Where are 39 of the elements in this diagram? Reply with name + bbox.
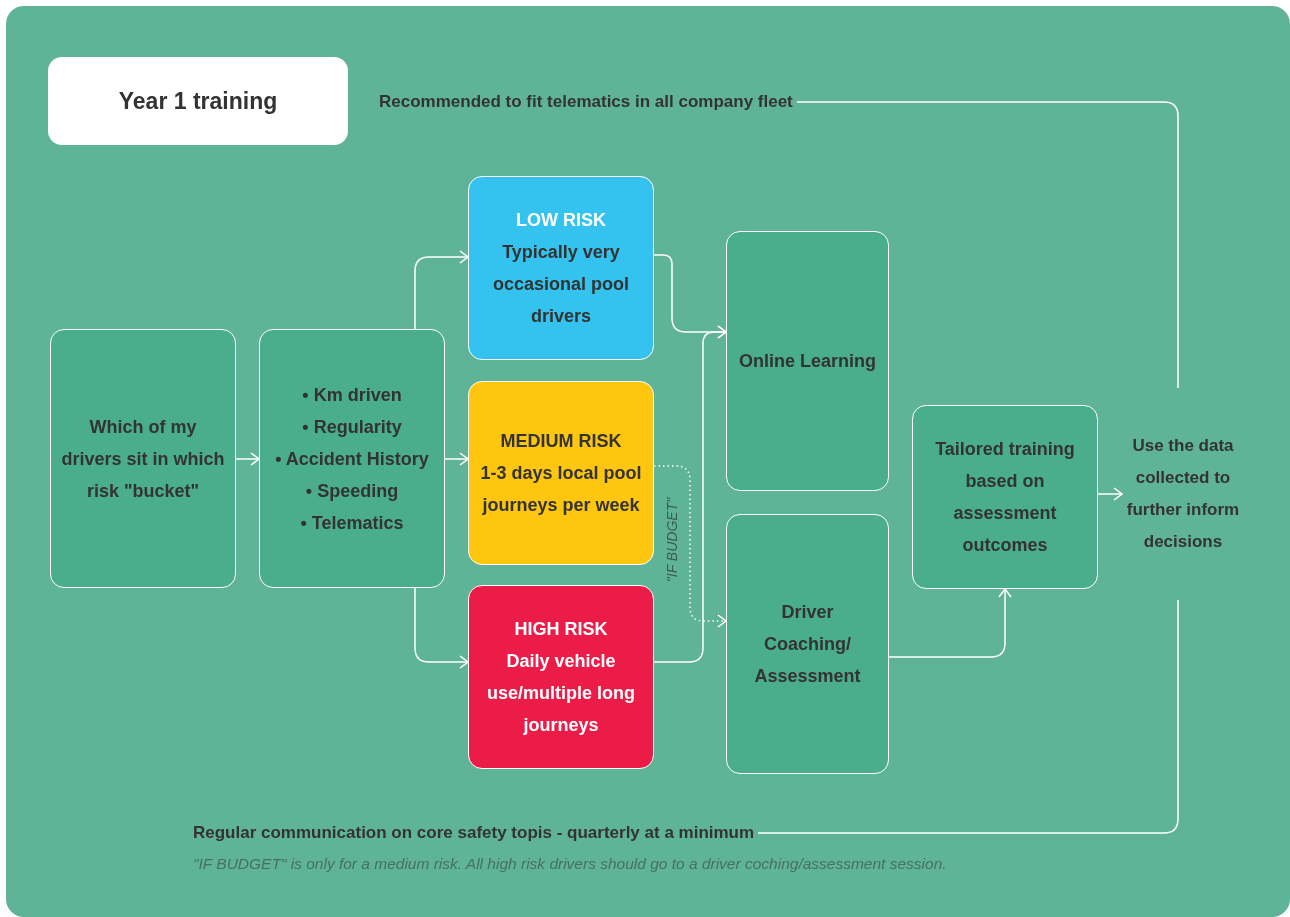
box-text: Tailored training based on assessment outcomes — [934, 438, 1076, 557]
caption: "IF BUDGET" is only for a medium risk. All high risk drivers should go to a driver coching/assessment session. — [193, 855, 947, 873]
risk-box — [468, 585, 654, 769]
risk-box — [468, 176, 654, 360]
process-box — [726, 514, 889, 774]
dotted-arrow — [653, 465, 727, 628]
bullet-item: • Accident History — [275, 447, 429, 471]
box-text: Online Learning — [739, 350, 876, 373]
arrow — [414, 587, 469, 669]
process-box — [259, 329, 445, 588]
risk-description: Daily vehicle use/multiple long journeys — [486, 650, 636, 737]
arrow — [1097, 487, 1123, 501]
bullet-item: • Regularity — [302, 415, 402, 439]
heading: Year 1 training — [118, 87, 278, 116]
bullet-item: • Telematics — [300, 511, 404, 535]
risk-heading: HIGH RISK — [514, 618, 608, 641]
process-box — [50, 329, 236, 588]
note-text: Recommended to fit telematics in all company fleet — [379, 91, 793, 113]
process-box — [912, 405, 1098, 589]
arrow — [653, 325, 727, 663]
bullet-item: • Speeding — [305, 479, 399, 503]
arrow — [414, 250, 469, 330]
arrow — [888, 588, 1012, 658]
risk-box — [468, 381, 654, 565]
box-text: Which of my drivers sit in which risk "bucket" — [61, 415, 225, 503]
note-text: Regular communication on core safety topis - quarterly at a minimum — [193, 822, 755, 844]
risk-heading: LOW RISK — [516, 209, 606, 232]
risk-description: Typically very occasional pool drivers — [492, 241, 630, 328]
connector-line — [796, 101, 1179, 389]
arrow — [444, 452, 469, 466]
connector-line — [757, 599, 1179, 834]
note-text: Use the data collected to further inform decisions — [1125, 435, 1241, 553]
heading-box — [48, 57, 348, 145]
arrow — [235, 452, 260, 466]
risk-heading: MEDIUM RISK — [500, 430, 622, 453]
risk-description: 1-3 days local pool journeys per week — [479, 462, 643, 517]
box-text: Driver Coaching/ Assessment — [753, 601, 862, 688]
bullet-item: • Km driven — [302, 383, 402, 407]
process-box — [726, 231, 889, 491]
